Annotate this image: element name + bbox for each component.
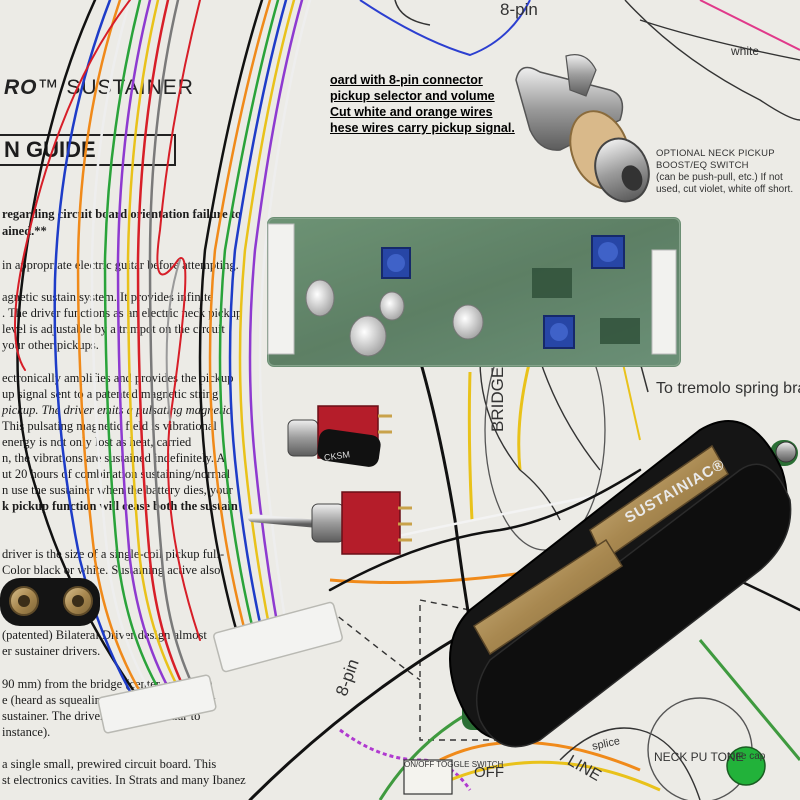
wire-white [90,0,157,702]
pcb-chip [532,268,572,298]
wire-orange [76,0,147,702]
neck-boost-title: OPTIONAL NECK PICKUP BOOST/EQ SWITCH [656,148,775,171]
tone-cap-symbol [726,746,766,786]
output-jack [515,54,650,203]
paragraph-line: a single small, prewired circuit board. … [2,757,217,771]
brand-tail: ™ SUSTAINER [37,76,194,99]
label-pin-top: 8-pin [500,0,538,19]
wire-white [258,0,312,652]
wiring-diagram [329,0,800,800]
brand-heading: RO™ SUSTAINER [4,76,194,100]
diagram-wire [539,359,601,471]
wire-orange [208,0,272,652]
diagram-yellow-wire [449,760,661,792]
diagram-wire [624,0,800,121]
label-off: OFF [474,764,504,781]
wire-red-thin [156,0,201,641]
instruction-line: pickup selector and volume [330,89,495,103]
switch-lead-white [378,493,602,542]
paragraph-line: up signal sent to a patented magnetic st… [2,387,219,401]
electrolytic-capacitor [305,279,335,317]
diagram-black-wire [639,19,800,61]
toggle-switch-upper [224,405,392,467]
instruction-line: hese wires carry pickup signal. [330,121,515,135]
wire-yellow [126,0,187,702]
diagram-dashed-line [329,609,421,681]
paragraph-line: er sustainer drivers. [2,644,101,658]
pcb-chip [600,318,640,344]
diagram-outline [394,0,431,26]
paragraph-line: Color black or white. Sustaining active … [2,563,221,577]
wire-green [103,0,167,702]
diagram-wire [559,727,701,800]
paragraph-line: k pickup function will cease both the su… [2,499,238,513]
label-tremolo: To tremolo spring bracket [656,380,800,397]
diagram-yellow-wire [467,371,474,521]
wire-red [136,0,192,702]
toggle-switch-box [403,759,453,795]
brand-fragment: RO [4,76,38,99]
electrolytic-capacitor [452,304,484,340]
pcb-connector-right [651,249,677,355]
connector-instructions: oard with 8-pin connector pickup selecto… [330,72,515,136]
pcb-connector-left [267,223,295,355]
electrolytic-capacitor [349,315,387,357]
wire-blue [53,0,137,702]
label-neck-pu-tone: NECK PU TONE [654,750,744,764]
wire-gray [148,0,202,702]
label-bridge: BRIDGE [488,366,507,432]
paragraph-line: instance). [2,725,51,739]
paragraph-line: your other pickups. [2,338,99,352]
paragraph-line: level is adjustable by a trimpot on the … [2,322,225,336]
pickup-blade [472,538,624,656]
paragraph-line: regarding circuit board orientation fail… [2,207,242,221]
diagram-wire [479,359,561,521]
switch-lead-black [328,468,642,592]
wire-green [218,0,280,652]
diagram-blue-wire [359,0,531,57]
wire-black [198,0,264,652]
neck-boost-body: (can be push-pull, etc.) If not used, cu… [656,172,794,195]
battery-clip [0,578,100,626]
circuit-board [267,217,681,367]
label-tone-cap: tone cap [727,751,766,762]
sustainer-pickup [449,420,798,748]
diagram-pink-wire [699,0,800,51]
connector-plug-lower [97,674,217,734]
label-white: white [731,44,760,58]
wire-violet [116,0,177,702]
paragraph-line: ut 20 hours of combination sustaining/no… [2,467,231,481]
connector-plug-upper [213,601,343,673]
instruction-line: oard with 8-pin connector [330,73,483,87]
electrolytic-capacitor [379,291,405,321]
paragraph-line: st electronics cavities. In Strats and m… [2,773,246,787]
label-toggle-switch: ON/OFF TOGGLE SWITCH [404,760,504,769]
paragraph-line: n, the vibrations are sustained indefini… [2,451,226,465]
neck-boost-note: OPTIONAL NECK PICKUP BOOST/EQ SWITCH (ca… [656,148,800,196]
paragraph-line: n use the sustainer when the battery die… [2,483,233,497]
wire-red-loop [14,0,131,371]
diagram-green-wire [698,639,800,761]
wire-blue [228,0,288,652]
wire-violet [248,0,304,652]
wire-gray-thin [165,259,181,421]
instruction-line: Cut white and orange wires [330,105,493,119]
wire-yellow [238,0,296,652]
paragraph-line: ained.** [2,224,47,238]
diagram-yellow-wire [517,359,532,471]
toggle-switch-lower [248,491,412,555]
